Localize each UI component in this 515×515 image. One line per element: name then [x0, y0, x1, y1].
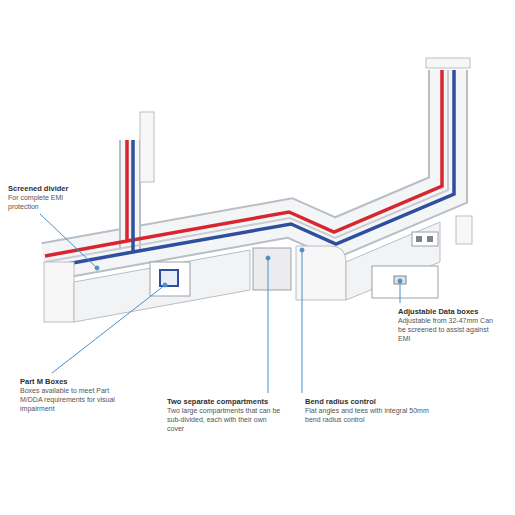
right-lid: [346, 222, 440, 300]
callout-heading: Bend radius control: [305, 397, 445, 406]
leader-line: [302, 250, 303, 393]
callout-text: For complete EMI protection: [8, 194, 78, 212]
blue-cable: [45, 70, 454, 268]
compartment-cover: [253, 248, 291, 290]
bend-corner: [296, 246, 346, 300]
socket-plate: [412, 232, 438, 246]
callout-heading: Part M Boxes: [20, 377, 130, 386]
socket-outline: [160, 270, 178, 286]
leader-line: [400, 281, 401, 303]
leader-dot: [266, 256, 270, 260]
leader-dot: [398, 279, 402, 283]
data-socket: [394, 276, 406, 284]
leader-line: [268, 258, 269, 393]
riser-body: [121, 140, 139, 250]
trunk-cap: [426, 58, 470, 68]
riser-outline: [119, 140, 141, 250]
front-lid: [74, 250, 250, 322]
part-m-box: [150, 262, 190, 296]
callout-text: Adjustable from 32-47mm Can be screened …: [398, 317, 498, 343]
riser-cover: [140, 112, 154, 182]
leader-dot: [163, 283, 167, 287]
callout-text: Flat angles and tees with integral 50mm …: [305, 407, 440, 425]
callout-heading: Two separate compartments: [167, 397, 297, 406]
red-cable: [45, 70, 442, 256]
leader-line: [40, 214, 97, 268]
end-cover: [456, 216, 472, 244]
leader-dot: [95, 266, 99, 270]
socket: [416, 236, 422, 242]
end-cover: [44, 262, 74, 322]
callout-heading: Screened divider: [8, 184, 103, 193]
data-box: [372, 266, 438, 298]
callout-text: Two large compartments that can be sub-d…: [167, 407, 285, 433]
callout-heading: Adjustable Data boxes: [398, 307, 510, 316]
callout-text: Boxes available to meet Part M/DDA requi…: [20, 387, 115, 413]
leader-line: [52, 285, 165, 373]
socket: [427, 236, 433, 242]
leader-dot: [300, 248, 304, 252]
